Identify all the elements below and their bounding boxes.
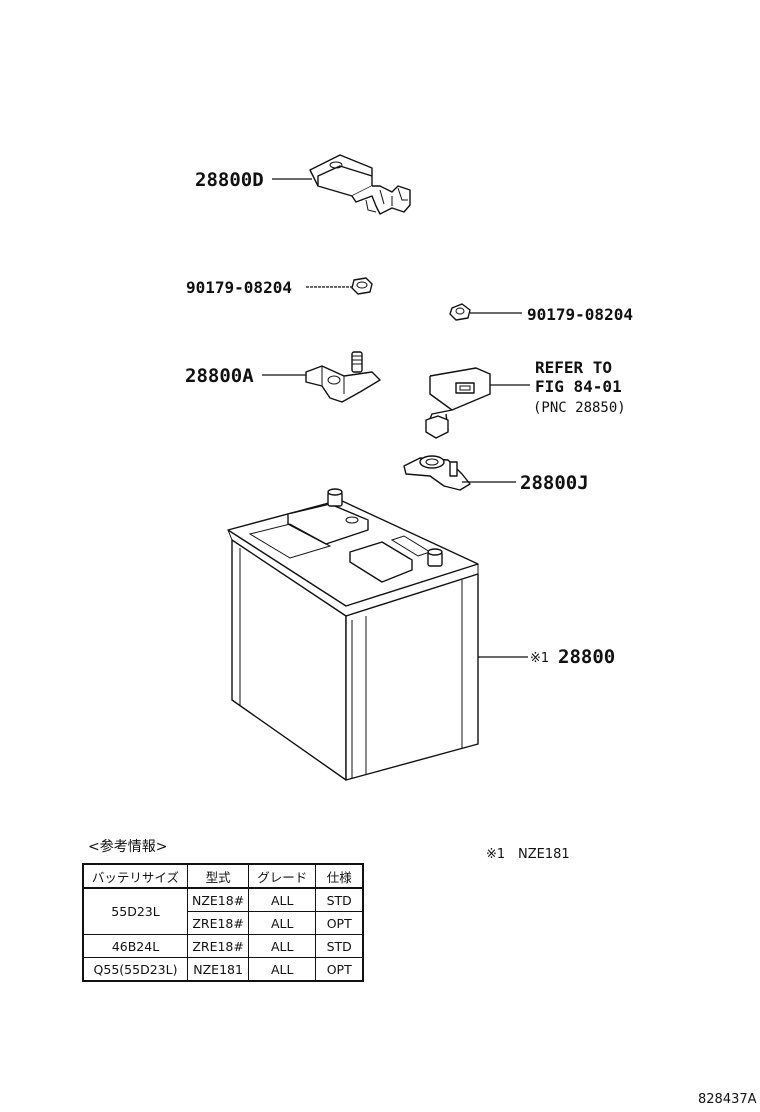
table-row: ZRE18# ALL OPT [83, 911, 364, 935]
header-spec: 仕様 [315, 863, 364, 889]
bracket-cover-part[interactable] [309, 154, 411, 215]
table-row: 46B24L ZRE18# ALL STD [82, 934, 364, 958]
reference-title: <参考情報> [88, 839, 168, 855]
footnote-mark: ※1 [486, 847, 505, 862]
footnote-text: NZE181 [518, 847, 570, 862]
battery-sensor-part[interactable] [425, 367, 491, 439]
refer-line-2: FIG 84-01 [535, 377, 622, 396]
callout-28800a: 28800A [185, 365, 254, 387]
cell-model: ZRE18# [186, 911, 250, 935]
cell-model: NZE18# [186, 887, 250, 912]
cell-spec: OPT [315, 957, 364, 982]
refer-line-3: (PNC 28850) [533, 400, 626, 416]
nut-left-part[interactable] [351, 277, 373, 295]
cell-grade: ALL [248, 957, 317, 982]
reference-table: バッテリサイズ 型式 グレード 仕様 55D23L NZE18# ALL STD… [82, 863, 365, 982]
figure-id: 828437A [698, 1092, 757, 1107]
cell-size: Q55(55D23L) [82, 957, 188, 982]
cell-model: ZRE18# [186, 934, 250, 958]
header-grade: グレード [248, 863, 317, 889]
cell-grade: ALL [248, 887, 317, 912]
callout-28800j: 28800J [520, 472, 589, 494]
cell-spec: OPT [315, 911, 364, 935]
header-model: 型式 [186, 863, 250, 889]
nut-right-part[interactable] [449, 303, 471, 321]
cell-size: 46B24L [82, 934, 188, 958]
cell-grade: ALL [248, 934, 317, 958]
table-row: 55D23L NZE18# ALL STD [82, 887, 364, 935]
battery-part[interactable] [227, 488, 479, 781]
callout-nut-right: 90179-08204 [527, 305, 633, 324]
clamp-a-part[interactable] [305, 351, 381, 403]
cell-spec: STD [315, 934, 364, 958]
cell-size: 55D23L [82, 887, 188, 935]
table-row: Q55(55D23L) NZE181 ALL OPT [82, 957, 364, 982]
cell-spec: STD [315, 887, 364, 912]
callout-nut-left: 90179-08204 [186, 278, 292, 297]
cell-model: NZE181 [186, 957, 250, 982]
refer-line-1: REFER TO [535, 358, 612, 377]
cell-grade: ALL [248, 911, 317, 935]
callout-28800: 28800 [558, 646, 615, 668]
battery-footnote-mark: ※1 [530, 651, 549, 666]
clamp-j-part[interactable] [403, 455, 471, 491]
callout-28800d: 28800D [195, 169, 264, 191]
header-battery-size: バッテリサイズ [82, 863, 188, 889]
table-header-row: バッテリサイズ 型式 グレード 仕様 [82, 863, 364, 889]
